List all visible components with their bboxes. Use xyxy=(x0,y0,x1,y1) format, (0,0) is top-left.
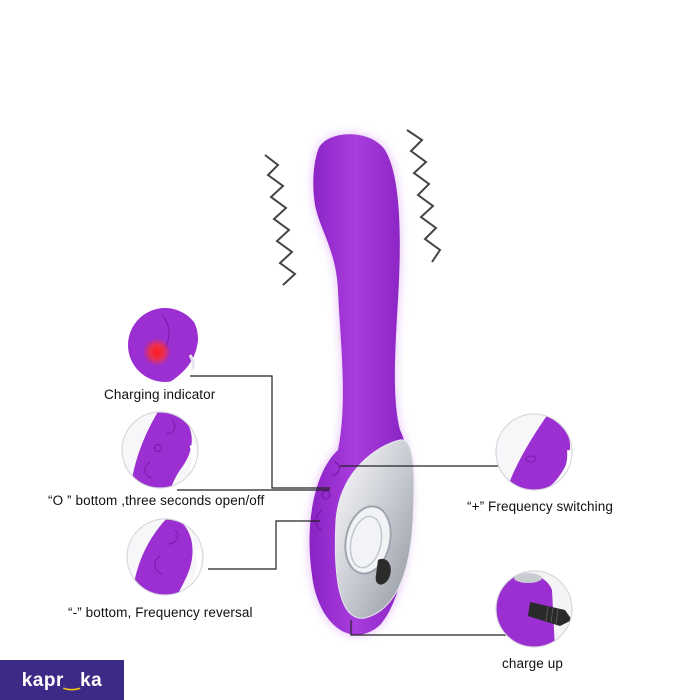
logo-text-prefix: kapr xyxy=(21,669,64,691)
minus-button-label: “-” bottom, Frequency reversal xyxy=(68,605,253,620)
logo-smile-icon: ‿ xyxy=(63,669,81,691)
logo-text-suffix: ka xyxy=(80,669,103,691)
charging-cable-icon xyxy=(528,602,572,626)
minus-button-inset xyxy=(126,518,204,596)
logo-wordmark: kapr‿ka xyxy=(22,669,103,692)
plus-button-inset xyxy=(495,413,573,491)
callout-lines xyxy=(177,375,507,636)
vibration-left-icon xyxy=(264,154,297,286)
charging-indicator-label: Charging indicator xyxy=(104,387,216,402)
red-led-icon xyxy=(143,338,171,366)
charge-up-label: charge up xyxy=(502,656,563,671)
o-button-inset xyxy=(121,411,199,489)
plus-button-label: “+” Frequency switching xyxy=(467,499,613,514)
vibration-right-icon xyxy=(406,129,442,263)
charge-port-inset xyxy=(495,570,573,648)
kapruka-logo[interactable]: kapr‿ka xyxy=(0,660,124,700)
o-button-label: “O ” bottom ,three seconds open/off xyxy=(48,493,265,508)
charging-indicator-inset xyxy=(128,308,198,382)
